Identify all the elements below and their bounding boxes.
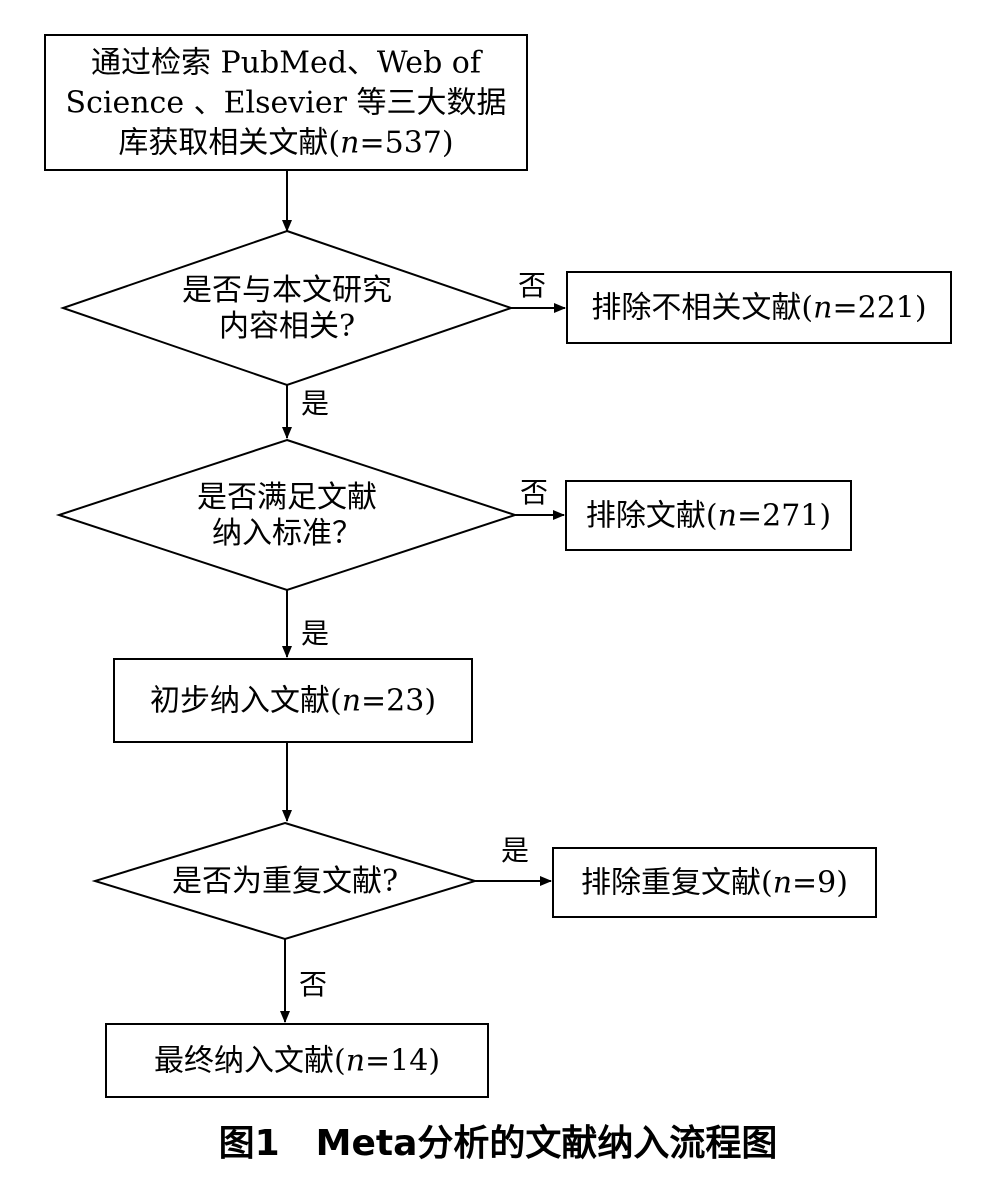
node-box [44,34,528,171]
node-final: 最终纳入文献(n=14) [105,1023,489,1098]
decision-diamond [91,821,479,941]
node-text-line: 初步纳入文献(n=23) [150,684,436,719]
node-initial: 初步纳入文献(n=23) [113,658,473,743]
node-text-line: 内容相关? [219,309,355,344]
decision-diamond [55,438,519,592]
node-text-segment: =537) [359,126,453,161]
edge-label: 是 [301,617,329,650]
decision-diamond [59,229,515,387]
node-text-segment: n [342,684,361,719]
node-text-segment: n [813,291,832,326]
node-text-segment: =221) [832,291,926,326]
node-text-segment: =271) [737,499,831,534]
node-text-segment: =9) [792,866,848,901]
node-text-line: 最终纳入文献(n=14) [154,1044,440,1079]
edge-label: 是 [301,387,329,420]
edge-q_relevant-to-excl_irrelevant: 否 [511,269,566,313]
edge-q_duplicate-to-final: 否 [280,939,327,1023]
node-text-line: 库获取相关文献(n=537) [118,126,453,161]
edge-label: 否 [299,968,327,1001]
node-excl_irrelevant: 排除不相关文献(n=221) [566,271,952,344]
node-search: 通过检索 PubMed、Web of Science 、Elsevier 等三大数… [44,34,528,171]
node-text-segment: n [718,499,737,534]
figure-caption: 图1 Meta分析的文献纳入流程图 [219,1123,778,1164]
node-text-line: Science 、Elsevier 等三大数据 [66,86,507,121]
node-text-line: 排除不相关文献(n=221) [591,291,926,326]
node-text-line: 是否与本文研究 [182,273,392,308]
node-text-segment: 排除重复文献( [581,866,773,901]
node-q_duplicate: 是否为重复文献? [91,821,479,941]
node-text-segment: Science 、Elsevier 等三大数据 [66,86,507,121]
node-text-segment: 是否为重复文献? [172,864,398,899]
node-text-segment: 排除不相关文献( [591,291,813,326]
node-box [105,1023,489,1098]
edge-q_relevant-to-q_criteria: 是 [282,385,329,439]
node-text-segment: 最终纳入文献( [154,1044,346,1079]
node-text-segment: =14) [365,1044,440,1079]
node-text-segment: 内容相关? [219,309,355,344]
node-box [552,847,877,918]
node-text-segment: 排除文献( [586,499,718,534]
node-text-segment: n [340,126,359,161]
node-text-segment: =23) [361,684,436,719]
edge-q_duplicate-to-excl_duplicate: 是 [475,834,552,886]
node-excl_duplicate: 排除重复文献(n=9) [552,847,877,918]
node-excl_criteria: 排除文献(n=271) [565,480,852,551]
node-text-segment: 库获取相关文献( [118,126,340,161]
node-text-segment: 纳入标准？ [212,516,362,551]
node-text-segment: n [346,1044,365,1079]
node-text-line: 纳入标准？ [212,516,362,551]
edge-q_criteria-to-excl_criteria: 否 [515,476,565,520]
node-text-segment: 通过检索 PubMed、Web of [91,46,483,81]
node-text-line: 排除重复文献(n=9) [581,866,848,901]
edge-label: 是 [501,834,529,867]
node-text-line: 通过检索 PubMed、Web of [91,46,483,81]
node-text-line: 排除文献(n=271) [586,499,831,534]
node-text-line: 是否满足文献 [197,480,377,515]
node-box [565,480,852,551]
node-box [566,271,952,344]
node-text-segment: 是否满足文献 [197,480,377,515]
node-box [113,658,473,743]
edge-label: 否 [518,269,546,302]
node-text-segment: n [773,866,792,901]
node-text-line: 是否为重复文献? [172,864,398,899]
edge-label: 否 [520,476,548,509]
edge-q_criteria-to-initial: 是 [282,590,329,658]
node-text-segment: 初步纳入文献( [150,684,342,719]
node-text-segment: 是否与本文研究 [182,273,392,308]
